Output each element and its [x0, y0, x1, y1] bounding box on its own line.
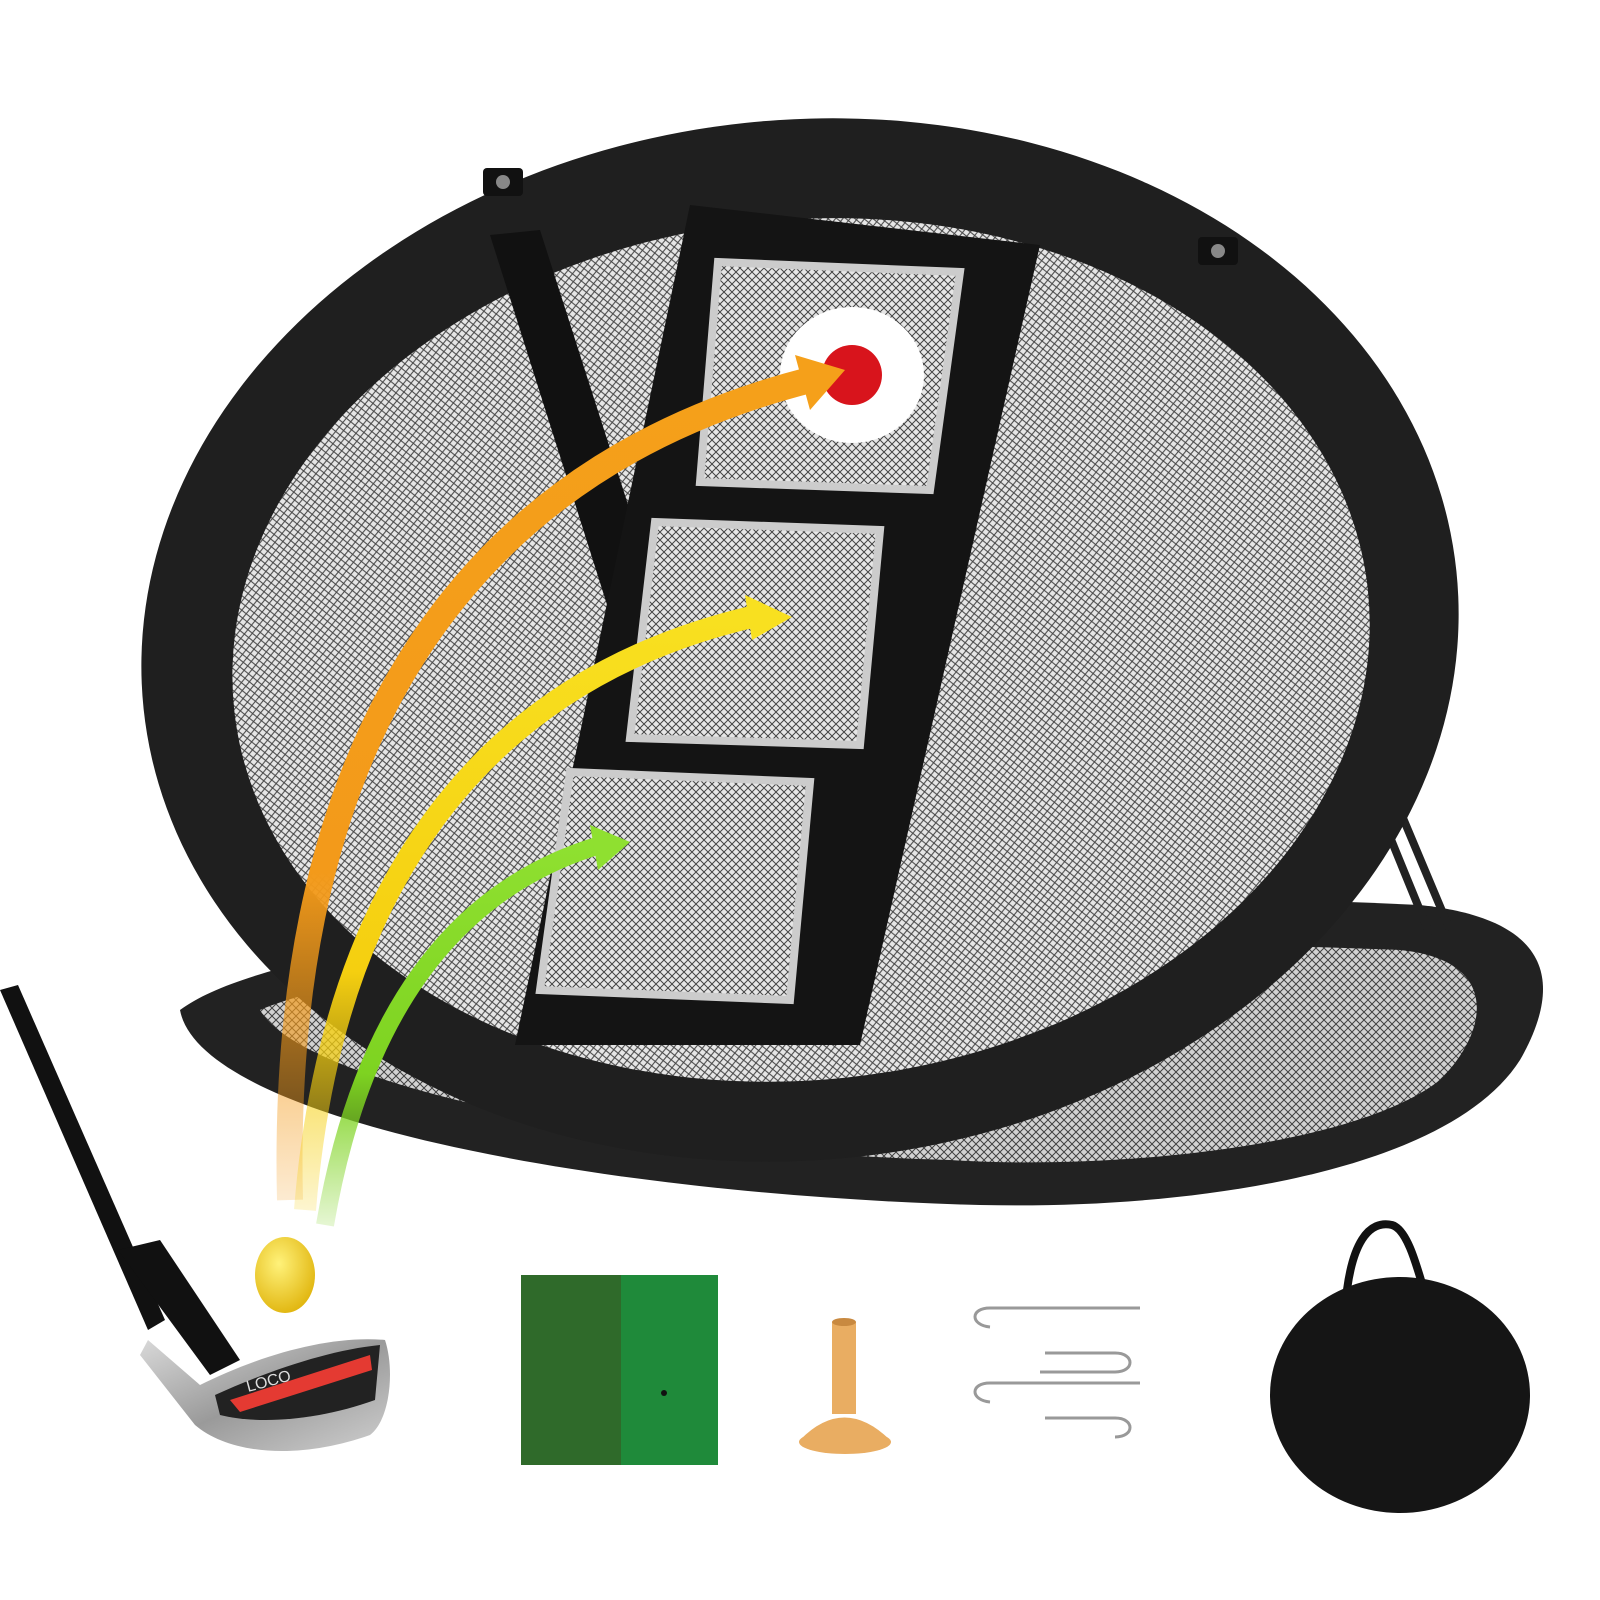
- bullseye: [822, 345, 882, 405]
- foam-ball: [255, 1237, 315, 1313]
- target-pocket-bottom: [535, 767, 815, 1005]
- arrow-green: [316, 836, 603, 1227]
- golf-club: LOCO: [0, 985, 390, 1452]
- trajectory-arrows: [276, 355, 845, 1227]
- hitting-mat: [521, 1275, 718, 1465]
- rubber-tee: [799, 1318, 891, 1454]
- ground-stakes: [973, 1306, 1140, 1439]
- net-strap: [490, 230, 665, 630]
- arrow-orange: [276, 367, 814, 1201]
- carry-bag: [1270, 1220, 1530, 1513]
- arrow-yellow: [294, 604, 763, 1211]
